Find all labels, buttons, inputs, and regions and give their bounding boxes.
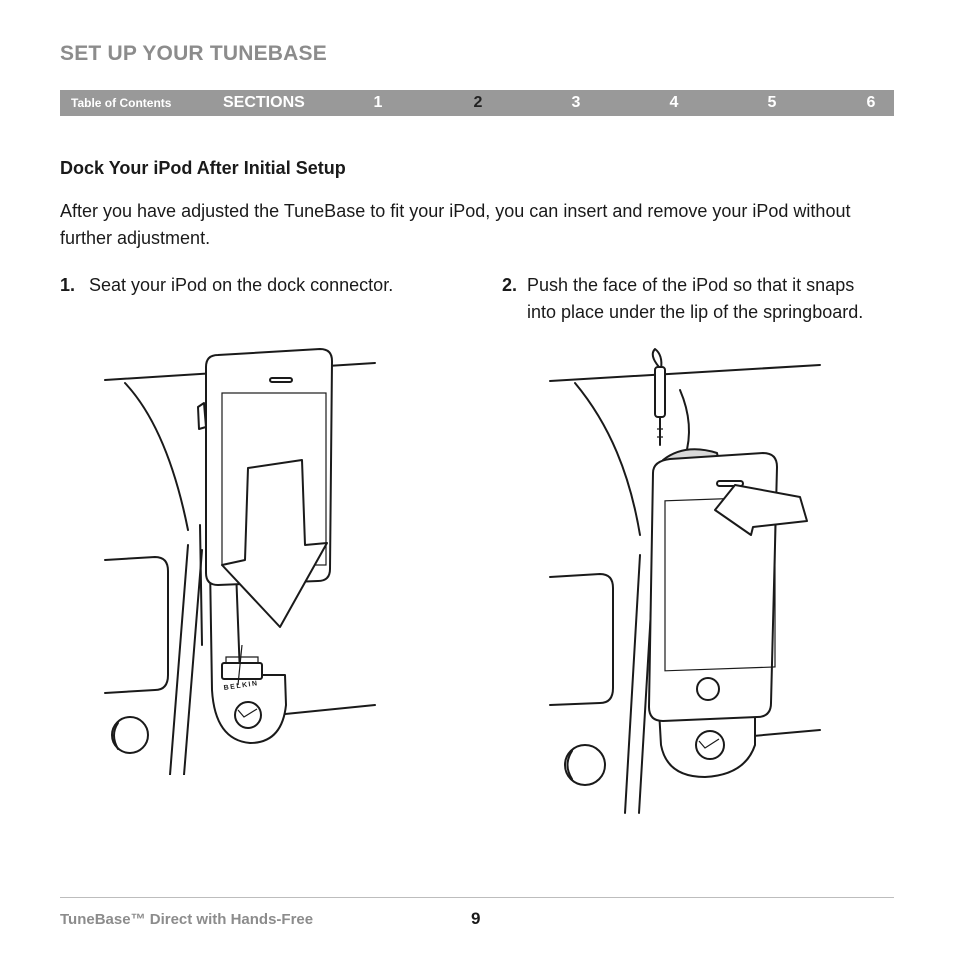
dock-connector-pins: [225, 656, 259, 663]
audio-jack-rings: [657, 428, 663, 438]
page-number: 9: [471, 909, 481, 928]
step-text: Push the face of the iPod so that it sna…: [527, 275, 864, 322]
section-title: SET UP YOUR TUNEBASE: [60, 42, 327, 65]
nav-section-3[interactable]: 3: [571, 94, 581, 111]
nav-section-5[interactable]: 5: [767, 94, 777, 111]
section-nav-bar: Table of Contents SECTIONS 1 2 3 4 5 6: [60, 90, 894, 116]
audio-jack-icon: [197, 402, 207, 430]
intro-paragraph: After you have adjusted the TuneBase to …: [60, 201, 851, 248]
footer-divider: [60, 897, 894, 898]
subheading: Dock Your iPod After Initial Setup: [60, 158, 346, 178]
mount-arm-left: [169, 544, 189, 775]
mount-arm-right: [183, 549, 203, 775]
mount-arm-left: [624, 554, 641, 814]
step-text: Seat your iPod on the dock connector.: [89, 275, 394, 295]
nav-section-4[interactable]: 4: [669, 94, 679, 111]
ipod-home-button: [696, 677, 720, 701]
dashboard-curve: [124, 382, 189, 531]
down-arrow-icon: [221, 459, 328, 628]
audio-cable: [679, 389, 690, 458]
release-knob-mark: [237, 708, 258, 718]
release-knob-mark: [698, 738, 720, 749]
dock-connector: [221, 662, 263, 680]
step-number: 1.: [60, 275, 76, 295]
vent-panel: [549, 573, 614, 706]
toc-link[interactable]: Table of Contents: [71, 96, 172, 110]
cradle-groove: [237, 644, 243, 686]
dial-knob: [564, 744, 606, 786]
step-number: 2.: [502, 275, 518, 295]
dashboard-curve: [574, 382, 641, 536]
nav-section-6[interactable]: 6: [866, 94, 876, 111]
footer-product-name: TuneBase™ Direct with Hands-Free: [60, 911, 314, 928]
dial-knob-rim: [113, 722, 119, 750]
push-arrow-icon: [714, 484, 808, 536]
nav-section-2[interactable]: 2: [473, 94, 483, 111]
audio-jack-icon: [654, 366, 666, 418]
ipod-speaker: [269, 377, 293, 383]
dial-knob-rim: [566, 750, 573, 780]
brand-label: BELKIN: [223, 680, 259, 692]
illustration-seat-ipod: BELKIN: [104, 348, 376, 775]
dial-knob: [111, 716, 149, 754]
illustration-snap-ipod: BELKIN: [549, 348, 821, 814]
sections-label: SECTIONS: [223, 94, 305, 111]
nav-section-1[interactable]: 1: [373, 94, 383, 111]
cable-loop: [651, 348, 663, 370]
cradle-base: [209, 564, 287, 744]
ipod-screen: [664, 496, 776, 672]
vent-panel: [104, 556, 169, 694]
dashboard-top-edge: [549, 364, 821, 382]
springboard-edge: [199, 524, 203, 646]
